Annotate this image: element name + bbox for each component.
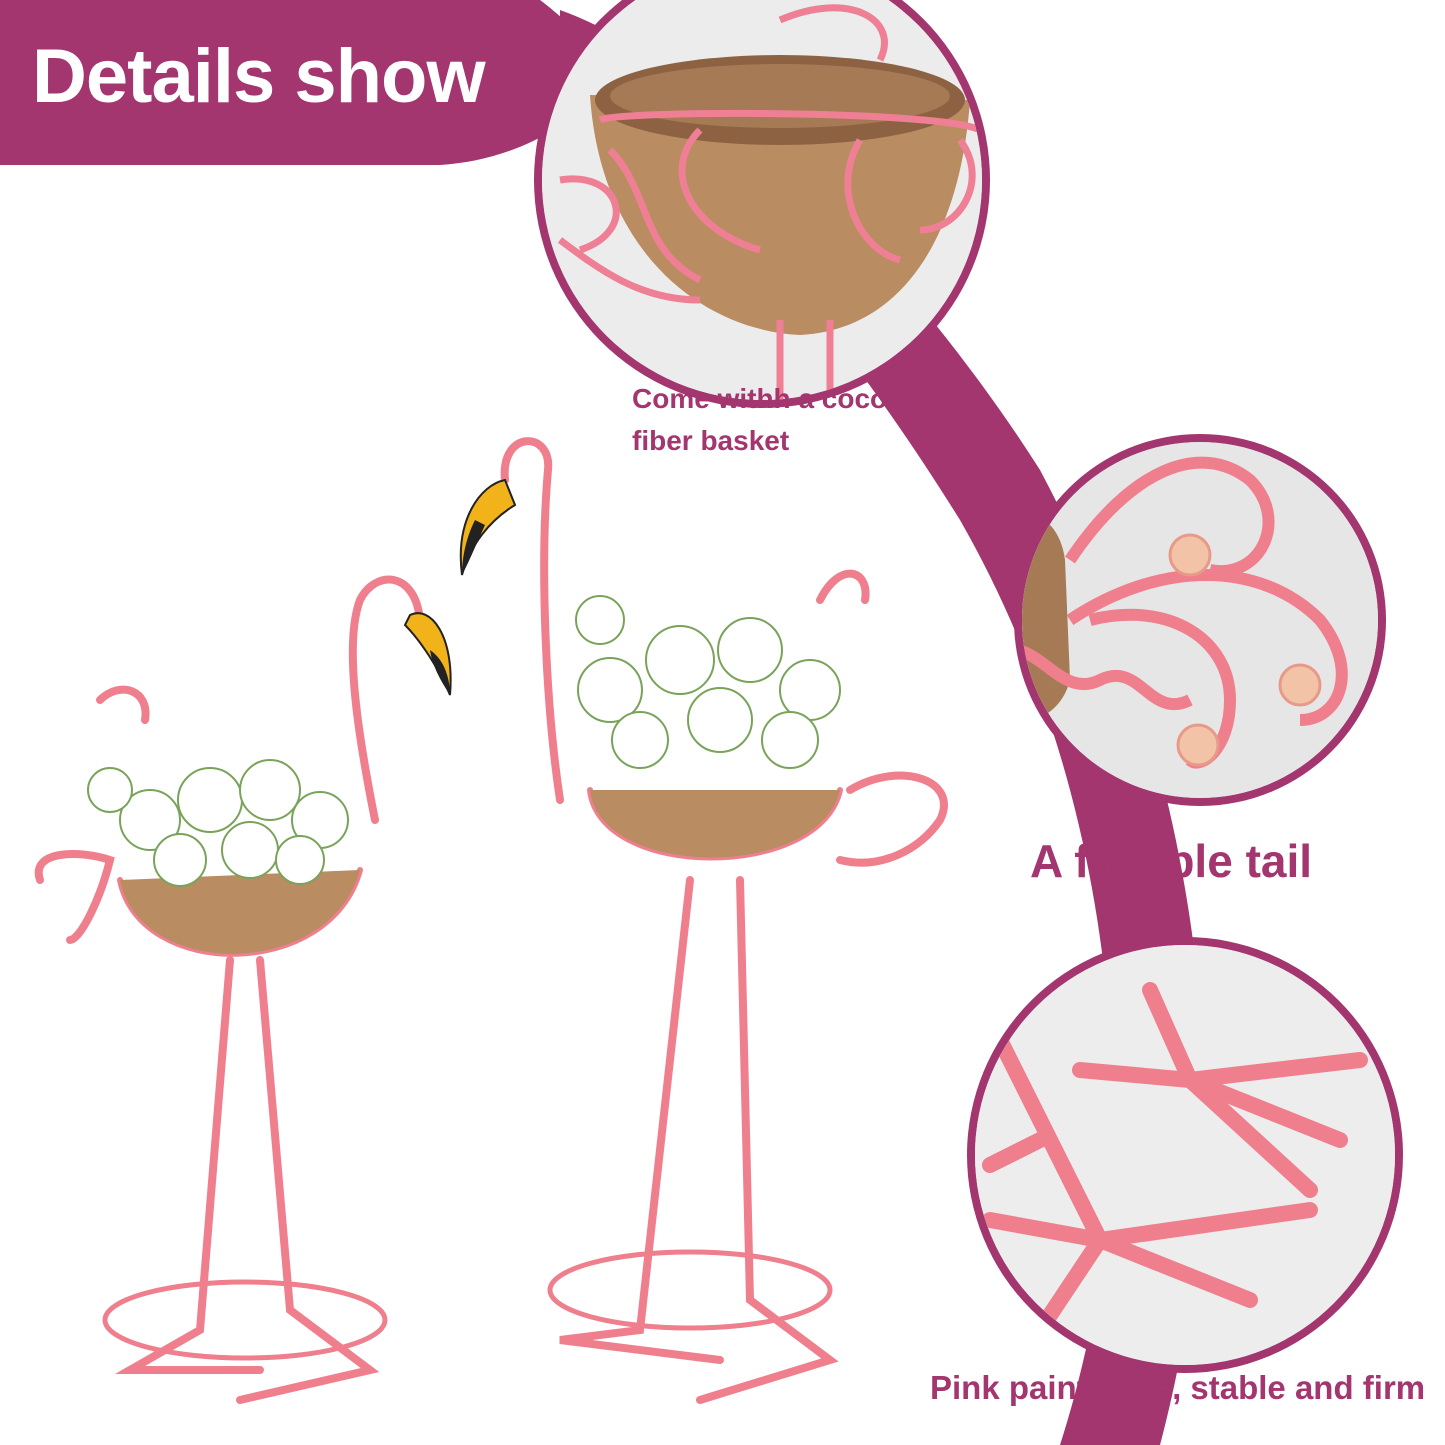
basket-detail-circle (534, 0, 990, 408)
basket-caption-line1: Come withh a coconut (632, 383, 931, 414)
large-flowers (575, 595, 841, 769)
basket-caption-line2: fiber basket (632, 425, 790, 456)
tail-caption: A flexible tail (1030, 835, 1313, 887)
base-detail-circle (967, 937, 1403, 1373)
title-banner (0, 0, 620, 165)
small-beak-icon (403, 612, 452, 696)
tail-detail-circle (1014, 434, 1386, 806)
basket-caption: Come withh a coconut fiber basket (632, 378, 931, 462)
small-flowers (87, 759, 349, 887)
base-caption: Pink paint base, stable and firm (930, 1369, 1426, 1406)
page-title: Details show (32, 34, 486, 119)
large-flamingo-planter (500, 437, 948, 1404)
large-beak-icon (459, 478, 517, 576)
glass-bead-icon (1168, 533, 1322, 767)
small-flamingo-planter (34, 575, 424, 1404)
